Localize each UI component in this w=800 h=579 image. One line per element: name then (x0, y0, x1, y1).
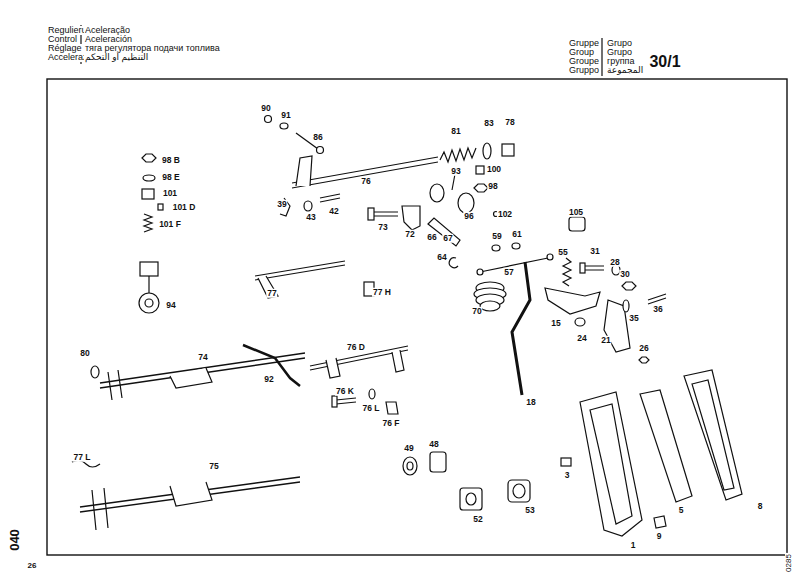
header-text: Gruppe (568, 39, 600, 48)
callout-number: 5 (678, 506, 685, 515)
callout-number: 105 (568, 208, 584, 217)
callout-number: 53 (524, 506, 535, 515)
callout-number: 101 F (158, 220, 182, 229)
callout-number: 42 (328, 207, 339, 216)
callout-number: 101 D (172, 203, 197, 212)
callout-number: 67 (442, 234, 453, 243)
rods-left (72, 154, 408, 530)
callout-number: 57 (503, 268, 514, 277)
callout-number: 78 (504, 118, 515, 127)
header-text: группа (606, 57, 635, 66)
callout-number: 76 L (361, 404, 380, 413)
callout-number: 90 (260, 104, 271, 113)
callout-number: 55 (557, 248, 568, 257)
callout-number: 76 K (335, 387, 355, 396)
callout-number: 77 L (72, 453, 91, 462)
header-text: Grupo (606, 48, 633, 57)
header-text: Gruppo (568, 66, 600, 75)
callout-number: 39 (276, 200, 287, 209)
bushes-and-pedal (403, 370, 742, 536)
header-text: Grupo (606, 39, 633, 48)
callout-number: 72 (404, 230, 415, 239)
callout-number: 101 (162, 189, 178, 198)
callout-number: 73 (377, 223, 388, 232)
callout-number: 48 (428, 440, 439, 449)
callout-number: 49 (403, 444, 414, 453)
callout-number: 9 (656, 532, 663, 541)
callout-number: 28 (609, 258, 620, 267)
callout-number: 91 (280, 111, 291, 120)
callout-number: 21 (600, 336, 611, 345)
callout-number: 96 (463, 212, 474, 221)
callout-number: 77 (266, 289, 277, 298)
callout-number: 15 (550, 319, 561, 328)
header-text: Group (568, 48, 595, 57)
header-text: тяга регулятора подачи топлива (84, 44, 221, 53)
callout-number: 70 (471, 307, 482, 316)
callout-number: 83 (483, 119, 494, 128)
callout-number: 30 (619, 270, 630, 279)
header-text: Groupe (568, 57, 600, 66)
callout-number: 75 (208, 462, 219, 471)
callout-number: 35 (628, 314, 639, 323)
header-text: Control (47, 35, 78, 44)
callout-number: 59 (491, 232, 502, 241)
group-number: 30/1 (648, 54, 681, 70)
header-text: المجموعة (606, 66, 644, 75)
callout-number: 86 (312, 133, 323, 142)
callout-number: 100 (486, 165, 502, 174)
callout-number: 36 (652, 305, 663, 314)
header-text: Aceleração (84, 26, 131, 35)
callout-number: 76 F (381, 419, 400, 428)
callout-number: 26 (638, 344, 649, 353)
callout-number: 31 (589, 247, 600, 256)
callout-number: 64 (436, 253, 447, 262)
callout-number: 66 (426, 233, 437, 242)
callout-number: 3 (564, 471, 571, 480)
callout-number: 1 (630, 541, 637, 550)
callout-number: 76 D (346, 343, 366, 352)
callout-number: 43 (305, 213, 316, 222)
header-text: Aceleración (84, 35, 133, 44)
callout-number: 77 H (372, 288, 392, 297)
callout-number: 98 B (161, 156, 181, 165)
callout-number: 94 (165, 301, 176, 310)
page-frame (47, 25, 787, 555)
callout-number: 102 (497, 210, 513, 219)
callout-number: 98 (487, 182, 498, 191)
callout-number: 74 (197, 353, 208, 362)
callout-number: 8 (757, 502, 764, 511)
pedal-linkage (474, 258, 666, 395)
header-text: التنظيم أو التحكم (84, 53, 149, 62)
page-code: 040 (8, 528, 21, 552)
page-number: 26 (27, 562, 38, 570)
print-code: 0285 (785, 553, 793, 573)
callout-number: 24 (576, 334, 587, 343)
header-text: Réglage (47, 44, 83, 53)
callout-number: 98 E (161, 173, 181, 182)
callout-number: 76 (360, 177, 371, 186)
callout-number: 80 (79, 349, 90, 358)
linkage-upper (265, 116, 586, 276)
callout-number: 18 (525, 398, 536, 407)
callout-number: 52 (472, 515, 483, 524)
callout-number: 81 (450, 127, 461, 136)
callout-number: 92 (263, 375, 274, 384)
callout-number: 61 (511, 230, 522, 239)
callout-number: 93 (450, 167, 461, 176)
